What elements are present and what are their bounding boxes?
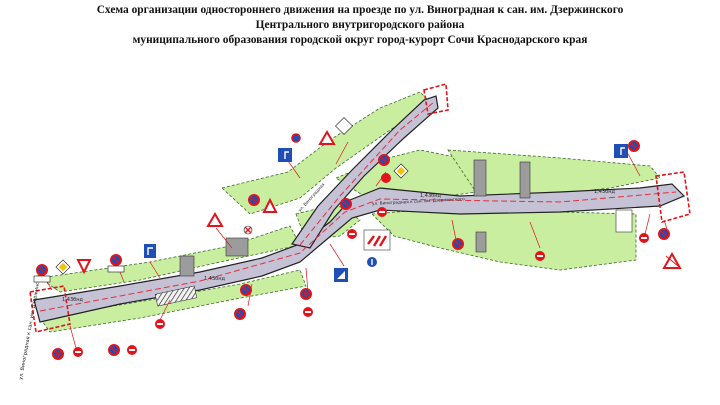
sign-no-entry-4 [347,229,357,239]
width-label-3: 1,43бнд [420,193,441,199]
map-title: Схема организации одностороннего движени… [0,3,720,48]
sign-no-stopping-1 [300,288,312,300]
sign-chevrons [363,229,391,251]
green-areas [38,91,661,333]
sign-no-entry-8 [639,233,649,243]
street-label-middle: ул. Виноградная к сан. им. Дзержинского [372,196,466,206]
width-label-4: 1,43бнд [594,189,615,195]
title-line-2: Центрального внутригородского района [255,19,465,31]
end-zones [29,82,691,333]
sign-cross-1 [243,225,253,235]
sign-give-way-1 [76,259,92,275]
sign-no-parking-8 [340,198,352,210]
sign-main-road-2 [393,163,409,179]
sign-ahead-1 [367,257,377,267]
sign-no-entry-1 [73,347,83,357]
building-5 [475,231,487,253]
sign-priority-1 [335,117,353,135]
sign-plate-2 [107,265,125,273]
sign-no-parking-7 [381,173,391,183]
sign-no-parking-10 [628,140,640,152]
sign-turn-2 [614,144,628,158]
building-2 [519,161,531,199]
building-1 [473,159,487,197]
sign-no-parking-6 [378,154,390,166]
sign-no-parking-5 [248,194,260,206]
sign-warning-2 [262,197,278,213]
green-area-lower-right [371,205,637,271]
sign-no-stopping-left-2 [108,344,120,356]
building-4 [225,237,249,257]
sign-no-parking-1 [36,264,48,276]
sign-main-road-1 [55,259,71,275]
building-6 [615,209,633,233]
street-label-left: ул. Виноградная к сан. им. Дзержинского [18,270,43,380]
sign-no-entry-7 [535,251,545,261]
sign-no-entry-6 [303,307,313,317]
green-area-upper-right [447,149,661,199]
buildings [179,159,633,277]
sign-no-stopping-top-1 [291,133,301,143]
end-zone-right [655,171,691,224]
width-label-1: 1,43бнд [62,297,83,303]
sign-no-parking-2 [110,254,122,266]
sign-no-entry-3 [155,319,165,329]
road-signs [33,117,682,360]
title-line-1: Схема организации одностороннего движени… [96,4,624,16]
sign-no-parking-9 [452,238,464,250]
road-axis [39,101,677,312]
hatched-zone [154,285,198,307]
title-line-3: муниципального образования городской окр… [132,34,588,46]
end-zone-left [29,285,71,333]
sign-no-entry-5 [377,207,387,217]
axis-main [39,191,677,312]
building-3 [179,255,195,277]
sign-warning-4 [662,251,682,269]
road-width-labels: 1,43бнд 1,43бнд 1,43бнд 1,43бнд [62,189,615,303]
sign-no-parking-3 [234,308,246,320]
sign-warning-1 [206,212,224,227]
width-label-2: 1,43бнд [204,276,225,282]
sign-warning-3 [318,130,336,145]
sign-one-way-1 [334,268,348,282]
sign-turn-1 [278,148,292,162]
sign-plate-1 [33,275,51,283]
sign-no-stopping-left-1 [52,348,64,360]
sign-no-parking-4 [240,284,252,296]
sign-no-entry-2 [127,345,137,355]
sign-no-parking-11 [658,228,670,240]
axis-branch [299,101,435,246]
end-zone-top [423,82,449,115]
sign-direction-1 [144,244,156,258]
